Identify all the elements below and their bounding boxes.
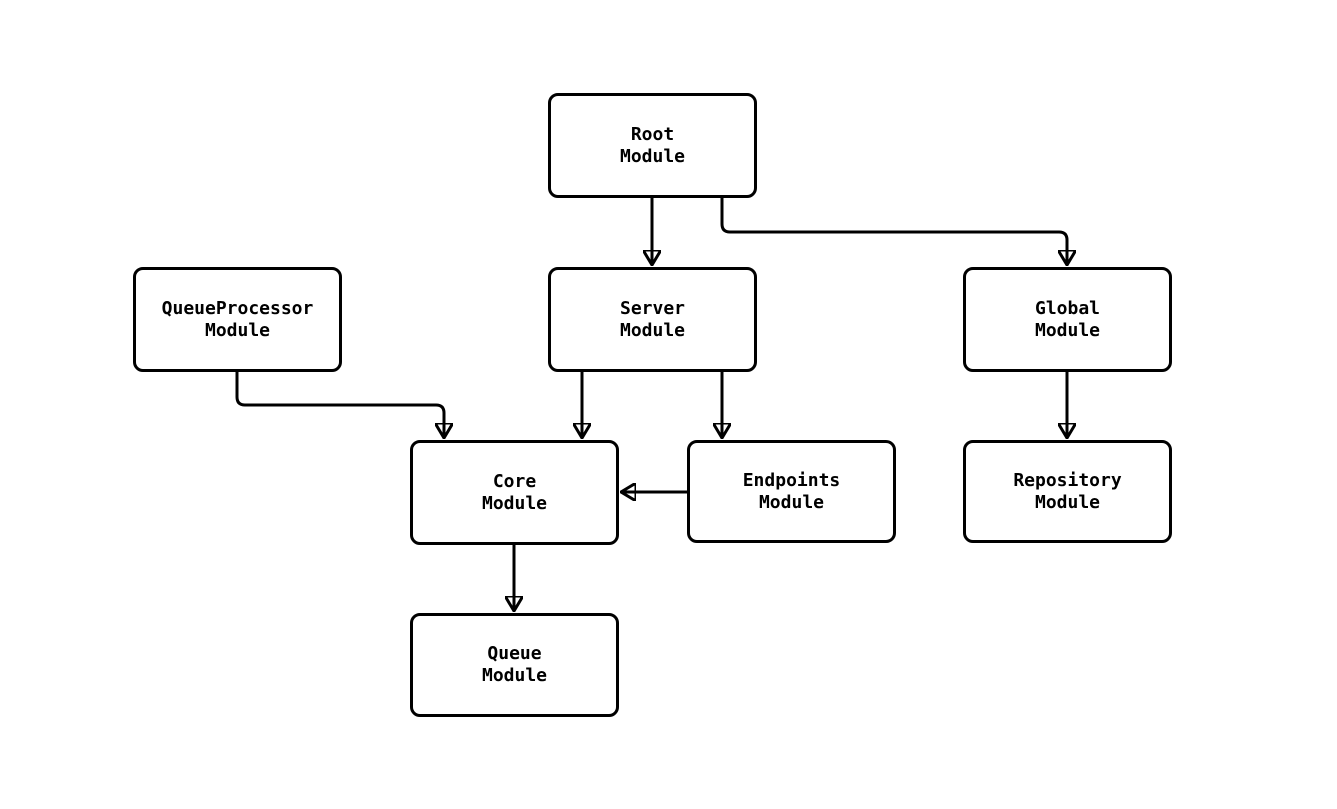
node-repository-module: Repository Module — [963, 440, 1172, 543]
node-global-module: Global Module — [963, 267, 1172, 372]
edge-root-to-global — [720, 198, 1067, 265]
edge-queueprocessor-to-core — [235, 372, 444, 438]
node-root-module: Root Module — [548, 93, 757, 198]
node-endpoints-module: Endpoints Module — [687, 440, 896, 543]
node-core-module: Core Module — [410, 440, 619, 545]
node-queueprocessor-module: QueueProcessor Module — [133, 267, 342, 372]
node-queue-module: Queue Module — [410, 613, 619, 717]
node-server-module: Server Module — [548, 267, 757, 372]
